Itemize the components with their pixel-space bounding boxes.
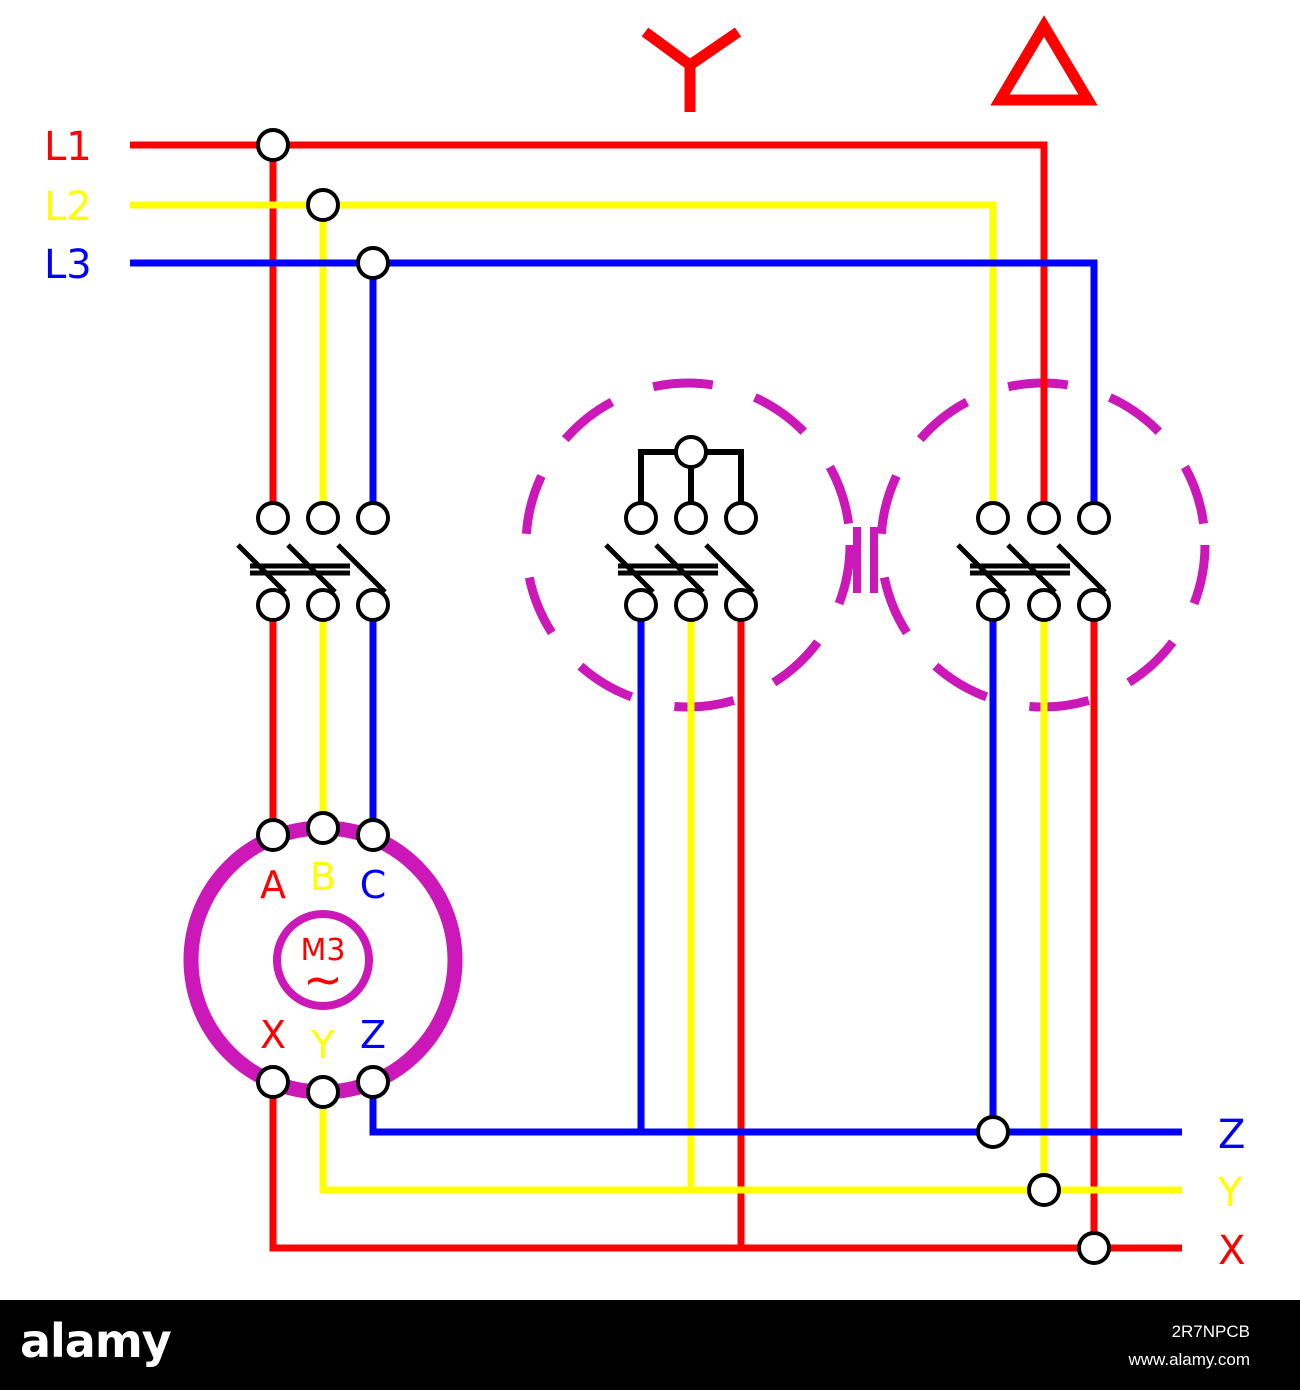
delta-symbol (990, 15, 1098, 106)
delta-contactor-top-3 (1077, 501, 1111, 535)
image-id: 2R7NPCB (1171, 1322, 1250, 1341)
main-contactor-top-2 (306, 501, 340, 535)
junction-l2 (306, 188, 340, 222)
junction-l1 (256, 128, 290, 162)
star-contactor-top-3 (724, 501, 758, 535)
terminal-label-y: Y (310, 1023, 335, 1067)
phase3-wiring (130, 259, 1182, 1136)
watermark-footer: alamy 2R7NPCB www.alamy.com (0, 1300, 1300, 1390)
main-contactor-bottom-2 (306, 588, 340, 622)
star-symbol (641, 27, 742, 112)
main-contactor-top-1 (256, 501, 290, 535)
star-point-node (674, 435, 708, 469)
phase2-wiring (130, 201, 1182, 1194)
motor-terminal-b (306, 811, 340, 845)
main-contactor-bottom-3 (356, 588, 390, 622)
junction-out-y (1027, 1173, 1061, 1207)
output-label-x: X (1218, 1228, 1245, 1274)
label-l3: L3 (44, 242, 92, 288)
star-contactor-bottom-1 (624, 588, 658, 622)
output-label-z: Z (1218, 1112, 1245, 1158)
main-contactor-top-3 (356, 501, 390, 535)
motor-label: M3 (301, 933, 346, 968)
star-contactor-top-2 (674, 501, 708, 535)
star-delta-wiring-diagram: L1 L2 L3 (44, 15, 1245, 1274)
terminal-label-a: A (260, 863, 286, 907)
output-label-y: Y (1217, 1170, 1243, 1216)
brand-logo: alamy (20, 1314, 172, 1368)
label-l2: L2 (44, 184, 92, 230)
motor-symbol-ring (273, 910, 373, 1010)
motor-terminal-c (356, 818, 390, 852)
motor-terminal-y (306, 1075, 340, 1109)
motor-ac-symbol: ~ (303, 952, 343, 1008)
motor-terminal-a (256, 818, 290, 852)
junction-out-z (976, 1115, 1010, 1149)
star-contactor-switches (604, 543, 755, 594)
motor-terminal-x (256, 1065, 290, 1099)
junction-out-x (1077, 1231, 1111, 1265)
star-contactor-top-1 (624, 501, 658, 535)
delta-contactor-bottom-1 (976, 588, 1010, 622)
label-l1: L1 (44, 124, 92, 170)
delta-contactor-top-2 (1027, 501, 1061, 535)
main-contactor-bottom-1 (256, 588, 290, 622)
delta-contactor-top-1 (976, 501, 1010, 535)
delta-contactor-switches (956, 543, 1107, 594)
star-contactor-bottom-2 (674, 588, 708, 622)
interlock-mark (853, 527, 878, 593)
motor-terminal-z (356, 1065, 390, 1099)
footer-url: www.alamy.com (1128, 1350, 1250, 1369)
delta-contactor-bottom-2 (1027, 588, 1061, 622)
terminal-label-b: B (310, 855, 336, 899)
terminals (256, 128, 1111, 1265)
delta-contactor-bottom-3 (1077, 588, 1111, 622)
junction-l3 (356, 246, 390, 280)
terminal-label-c: C (360, 863, 387, 907)
terminal-label-z: Z (360, 1013, 386, 1057)
terminal-label-x: X (260, 1013, 286, 1057)
main-contactor-switches (236, 543, 387, 594)
star-contactor-bottom-3 (724, 588, 758, 622)
